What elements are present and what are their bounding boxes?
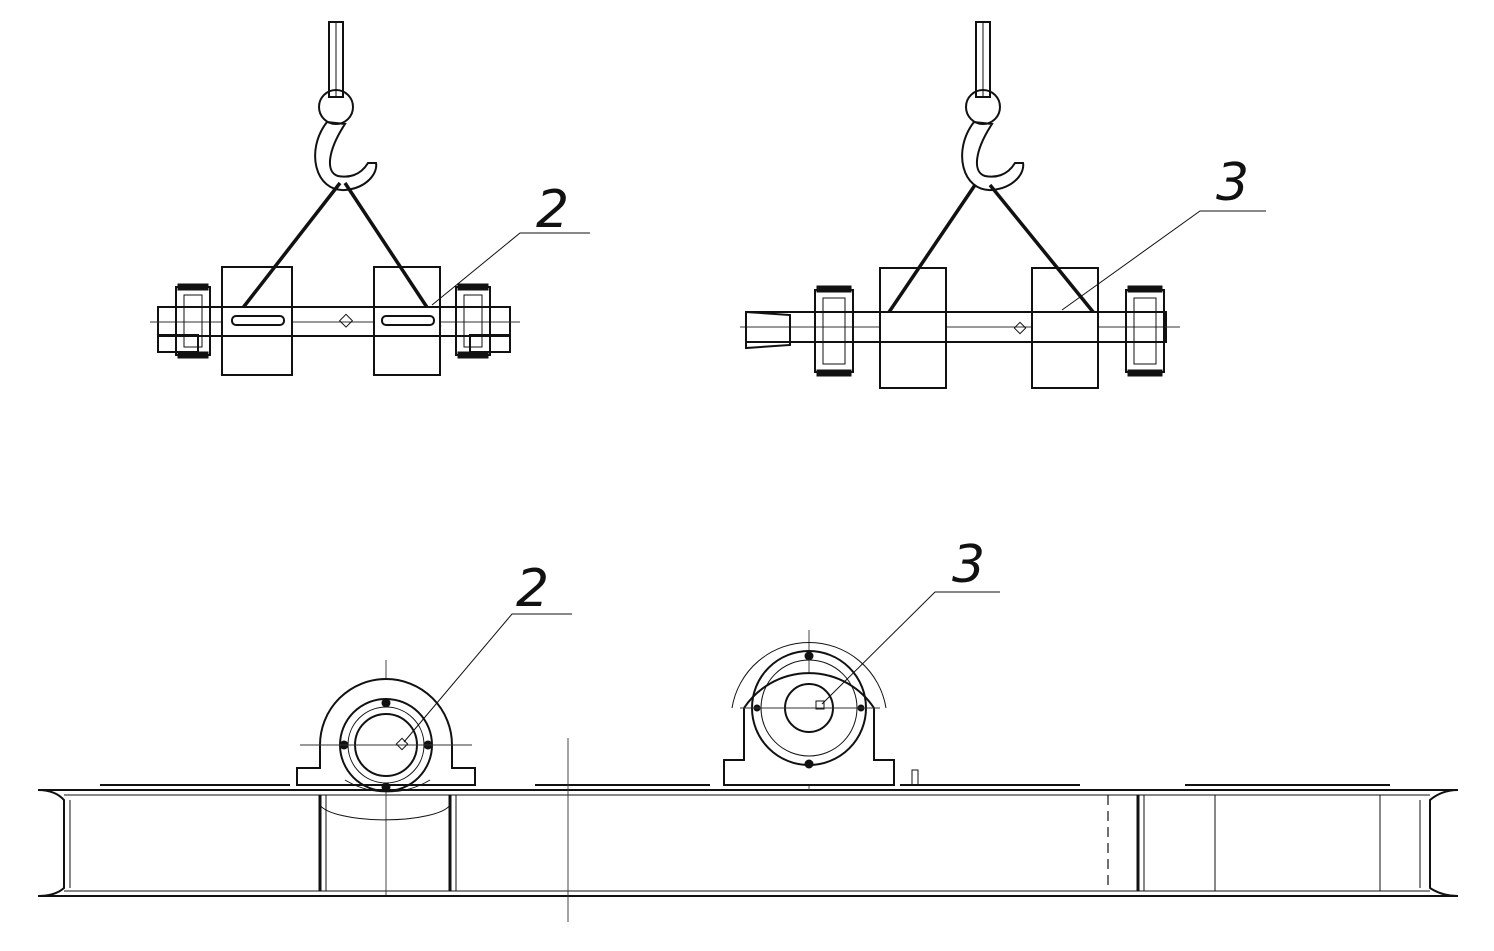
shaft-assembly-3-lifted: 3 (740, 21, 1266, 389)
callout-label-bottom-right: 3 (952, 535, 985, 595)
frame-assembly: 2 3 (37, 535, 1459, 922)
leader-line-top-right (1061, 210, 1266, 311)
shaft-assembly-2-lifted: 2 (150, 21, 590, 376)
crane-hook-left (314, 21, 378, 192)
leader-line-bottom-right (821, 591, 1000, 705)
sling-right-a (883, 184, 977, 319)
sling-right-b (988, 183, 1100, 320)
bearing-housing-3 (723, 641, 919, 786)
callout-label-bottom-left: 2 (516, 559, 549, 619)
callout-label-top-right: 3 (1216, 153, 1249, 213)
bearing-right-assembly-left (814, 285, 854, 377)
sling-left-b (343, 182, 442, 328)
leader-line-top-left (431, 232, 590, 306)
bearing-right-end (455, 283, 491, 359)
bearing-right-assembly-right (1125, 285, 1165, 377)
callout-label-top-left: 2 (536, 180, 569, 240)
shaft-2 (157, 306, 511, 337)
sling-left-a (226, 181, 342, 329)
leader-line-bottom-left (403, 613, 572, 743)
bearing-left-end (175, 283, 211, 359)
crane-hook-right (961, 21, 1025, 192)
bearing-housing-2 (296, 678, 476, 821)
